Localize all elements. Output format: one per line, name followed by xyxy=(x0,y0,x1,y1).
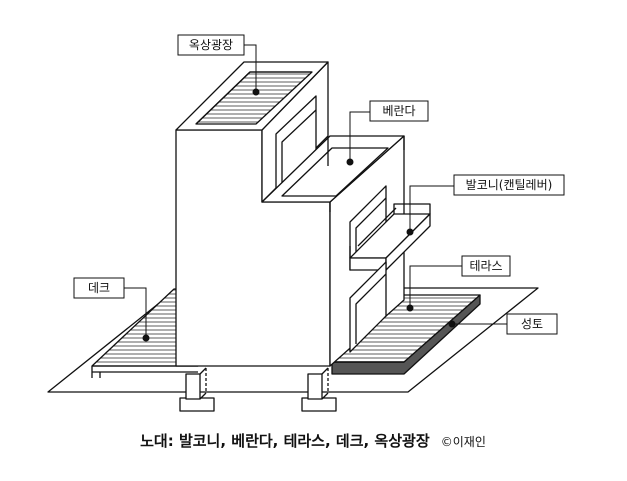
label-rooftop-plaza: 옥상광장 xyxy=(177,34,245,56)
svg-text:성토: 성토 xyxy=(521,317,543,331)
lower-window-ground xyxy=(349,261,387,353)
veranda-inner xyxy=(281,147,389,197)
svg-text:데크: 데크 xyxy=(88,281,110,295)
label-terrace: 테라스 xyxy=(461,255,511,277)
svg-text:옥상광장: 옥상광장 xyxy=(189,38,233,52)
label-deck: 데크 xyxy=(73,277,125,299)
svg-text:베란다: 베란다 xyxy=(382,104,415,118)
diagram-caption: 노대: 발코니, 베란다, 테라스, 데크, 옥상광장 ©이재인 xyxy=(140,431,486,450)
footings xyxy=(179,367,337,412)
label-balcony-cantilever: 발코니(캔틸레버) xyxy=(453,174,565,196)
svg-text:발코니(캔틸레버): 발코니(캔틸레버) xyxy=(466,178,553,192)
label-veranda: 베란다 xyxy=(369,100,429,122)
label-embankment: 성토 xyxy=(506,313,558,335)
svg-text:테라스: 테라스 xyxy=(469,259,502,273)
